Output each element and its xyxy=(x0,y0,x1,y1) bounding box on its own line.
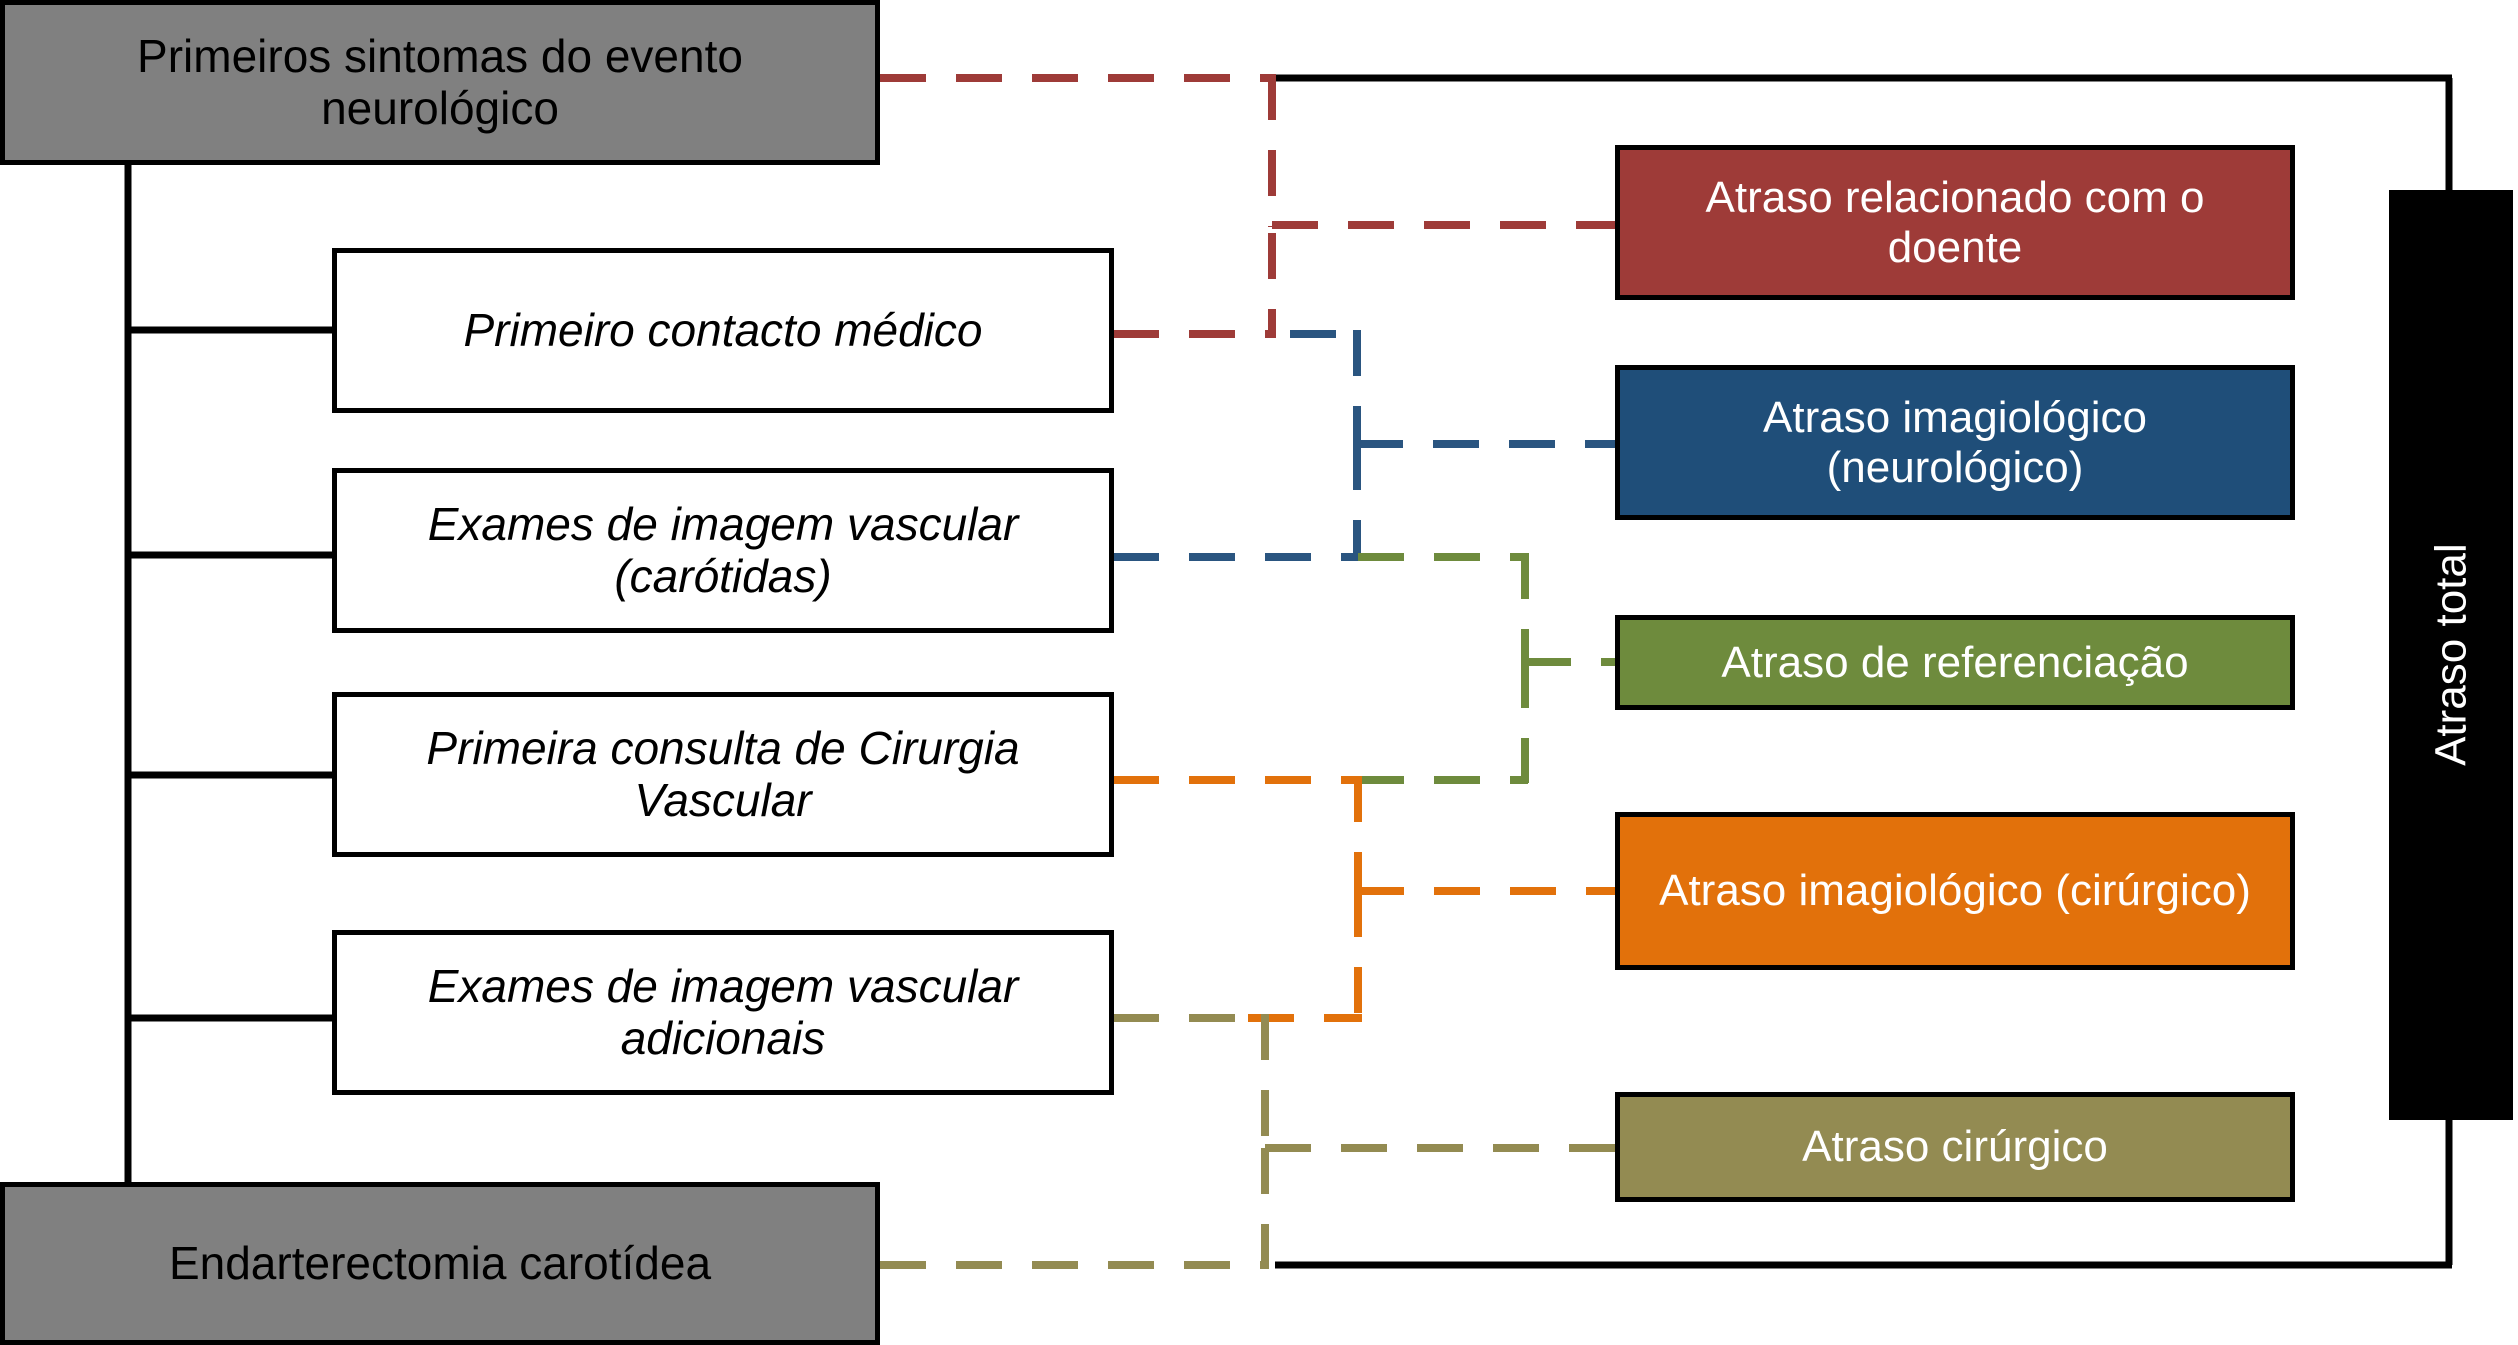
stage-box-first-symptoms[interactable]: Primeiros sintomas do evento neurológico xyxy=(0,0,880,165)
left-trunk-lines xyxy=(124,165,335,1188)
stage-box-first-vascular-surgery-consult-label: Primeira consulta de Cirurgia Vascular xyxy=(426,721,1020,826)
delay-box-imaging-delay-surgical[interactable]: Atraso imagiológico (cirúrgico) xyxy=(1615,812,2295,970)
stage-box-additional-vascular-imaging[interactable]: Exames de imagem vascular adicionais xyxy=(332,930,1114,1095)
wire-imaging-surgical xyxy=(1113,776,1618,1022)
delay-box-referral-delay[interactable]: Atraso de referenciação xyxy=(1615,615,2295,710)
total-delay-bar-label: Atraso total xyxy=(2426,543,2476,767)
stage-box-vascular-imaging-carotids-label: Exames de imagem vascular (carótidas) xyxy=(427,497,1019,602)
wire-imaging-neuro xyxy=(1113,330,1618,561)
delay-box-surgical-delay[interactable]: Atraso cirúrgico xyxy=(1615,1092,2295,1202)
stage-box-carotid-endarterectomy[interactable]: Endarterectomia carotídea xyxy=(0,1182,880,1345)
delay-box-patient-delay[interactable]: Atraso relacionado com o doente xyxy=(1615,145,2295,300)
stage-box-first-vascular-surgery-consult[interactable]: Primeira consulta de Cirurgia Vascular xyxy=(332,692,1114,857)
delay-box-imaging-delay-surgical-label: Atraso imagiológico (cirúrgico) xyxy=(1659,866,2251,916)
stage-box-first-medical-contact-label: Primeiro contacto médico xyxy=(463,303,983,356)
delay-box-imaging-delay-neuro[interactable]: Atraso imagiológico (neurológico) xyxy=(1615,365,2295,520)
stage-box-first-medical-contact[interactable]: Primeiro contacto médico xyxy=(332,248,1114,413)
wire-referral xyxy=(1358,553,1618,784)
total-delay-bar[interactable]: Atraso total xyxy=(2389,190,2513,1120)
stage-box-carotid-endarterectomy-label: Endarterectomia carotídea xyxy=(168,1236,712,1289)
stage-box-vascular-imaging-carotids[interactable]: Exames de imagem vascular (carótidas) xyxy=(332,468,1114,633)
stage-box-first-symptoms-label: Primeiros sintomas do evento neurológico xyxy=(137,29,743,134)
delay-box-imaging-delay-neuro-label: Atraso imagiológico (neurológico) xyxy=(1763,393,2147,492)
delay-box-surgical-delay-label: Atraso cirúrgico xyxy=(1802,1122,2108,1172)
delay-box-patient-delay-label: Atraso relacionado com o doente xyxy=(1705,173,2205,272)
stage-box-additional-vascular-imaging-label: Exames de imagem vascular adicionais xyxy=(427,959,1019,1064)
delay-box-referral-delay-label: Atraso de referenciação xyxy=(1721,637,2189,687)
